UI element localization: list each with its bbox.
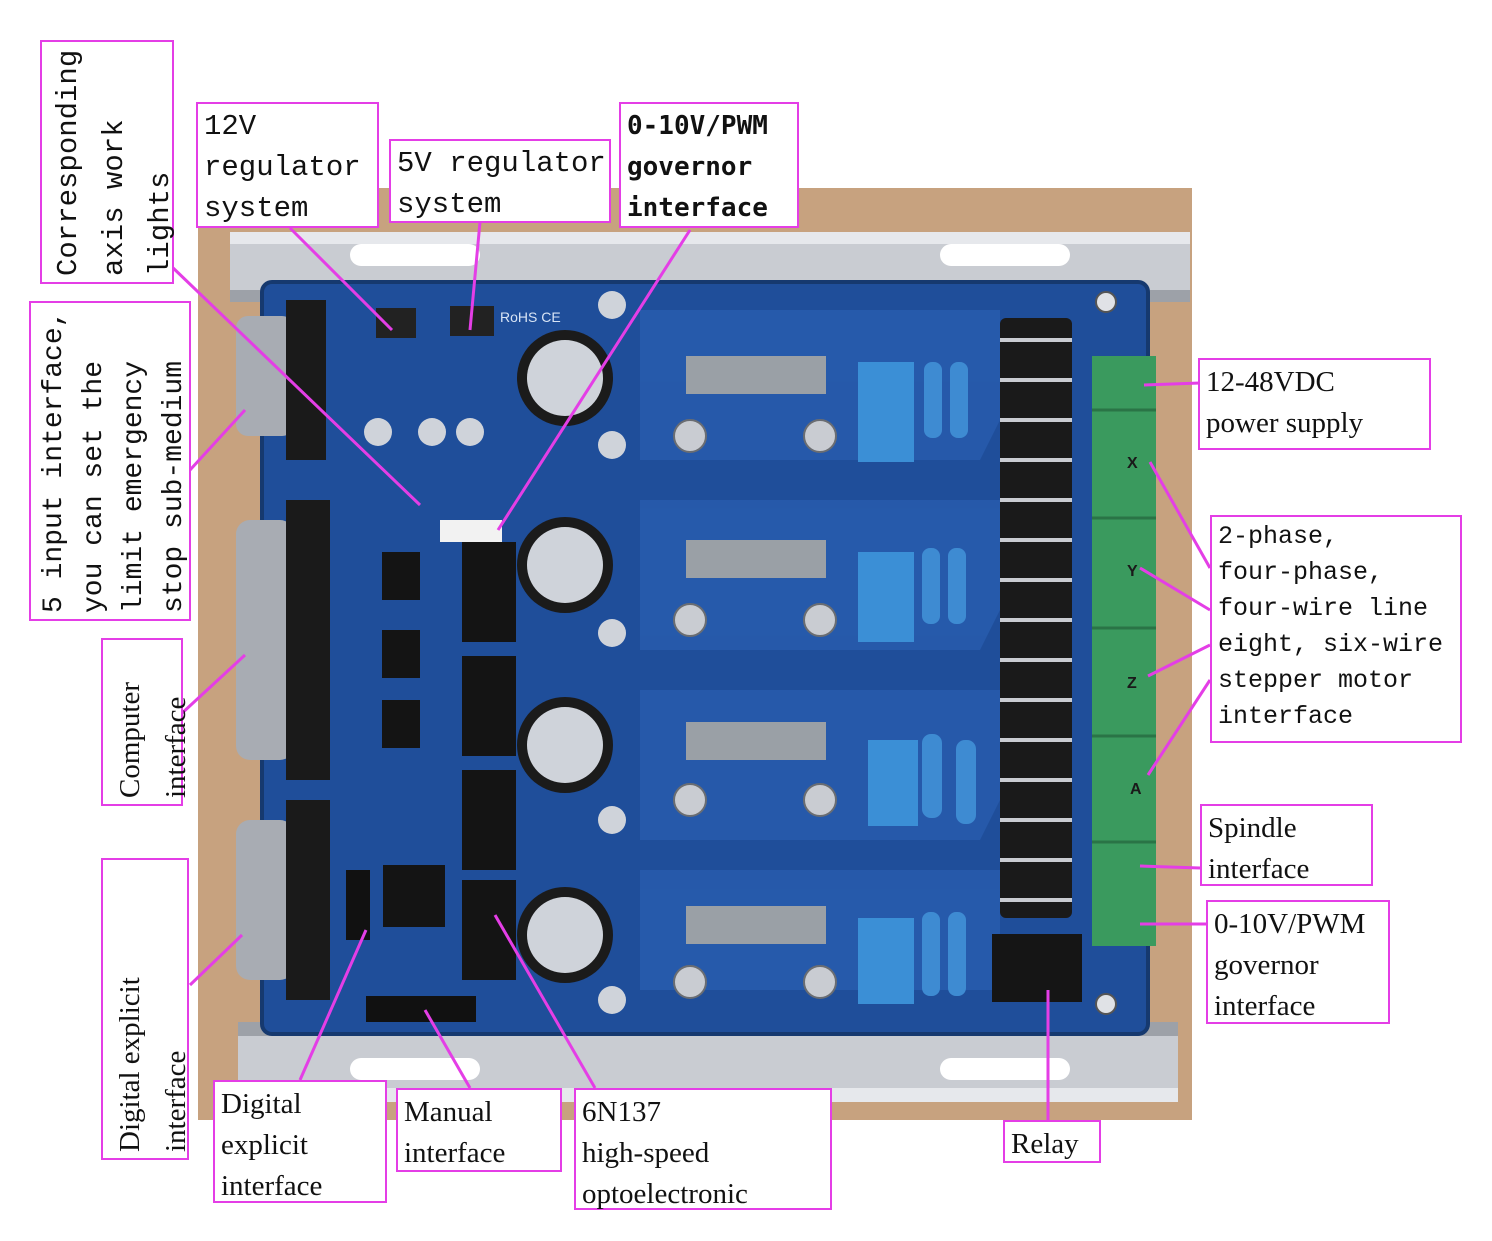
label-line: governor [1214,949,1319,981]
label-pwm-governor-right: 0-10V/PWM governor interface [1206,900,1390,1024]
axis-letter-a: A [1130,781,1142,798]
label-line: 12-48VDC [1206,366,1335,398]
label-computer-interface: Computer interface [101,638,192,806]
label-stepper-motor-interface: 2-phase, four-phase, four-wire line eigh… [1210,515,1462,743]
label-line: 0-10V/PWM [1214,908,1366,940]
label-line: Corresponding [52,49,85,276]
label-line: interface [1218,702,1354,731]
label-line: 2-phase, [1218,522,1339,551]
axis-letter-x: X [1127,455,1138,472]
label-line: Manual [404,1096,493,1128]
label-line: power supply [1206,407,1364,439]
label-line: 12V [204,110,257,143]
label-line: system [397,188,502,221]
label-line: Relay [1011,1128,1079,1160]
axis-letter-z: Z [1127,675,1137,692]
label-line: you can set the [79,360,110,613]
label-line: interface [1208,853,1310,885]
label-digital-explicit-bottom: Digital explicit interface [213,1080,387,1203]
label-line: Digital explicit [114,977,146,1152]
label-line: system [204,192,309,225]
label-relay: Relay [1003,1120,1101,1163]
label-axis-work-lights: Corresponding axis work lights [40,40,177,284]
callout-leaders [168,221,1212,1124]
label-line: optoelectronic [582,1178,748,1210]
label-12v-regulator: 12V regulator system [196,102,379,228]
label-line: four-phase, [1218,558,1384,587]
label-6n137-optocoupler: 6N137 high-speed optoelectronic [574,1088,832,1210]
label-line: interface [221,1170,323,1202]
label-line: explicit [221,1129,308,1161]
label-line: four-wire line [1218,594,1429,623]
label-power-supply: 12-48VDC power supply [1198,358,1431,450]
axis-letter-y: Y [1127,563,1138,580]
label-line: high-speed [582,1137,710,1169]
db-connectors [236,300,330,1000]
label-line: Computer [114,682,146,798]
silk-rohs: RoHS CE [500,309,561,325]
terminal-block [1092,356,1156,946]
label-line: 5V regulator [397,147,606,180]
label-line: governor [627,152,753,182]
relay-component [992,934,1082,1002]
label-line: interface [160,696,192,798]
label-line: limit emergency [119,360,150,613]
label-line: stepper motor [1218,666,1414,695]
label-digital-explicit-left: Digital explicit interface [101,858,192,1160]
label-line: regulator [204,151,361,184]
label-pwm-governor-top: 0-10V/PWM governor interface [619,102,799,228]
label-line: 5 input interface, [39,310,70,613]
label-line: lights [144,171,177,276]
label-line: Spindle [1208,812,1297,844]
label-line: Digital [221,1088,302,1120]
label-manual-interface: Manual interface [396,1088,562,1172]
label-line: interface [404,1137,506,1169]
label-line: interface [627,193,768,223]
driver-ics [686,356,826,944]
capacitors [364,291,626,1014]
label-line: eight, six-wire [1218,630,1444,659]
label-5-input-interface: 5 input interface, you can set the limit… [29,301,191,621]
label-line: axis work [98,119,131,276]
label-line: 0-10V/PWM [627,111,768,141]
label-spindle-interface: Spindle interface [1200,804,1373,886]
label-line: interface [1214,990,1316,1022]
label-line: 6N137 [582,1096,661,1128]
optocoupler-column [382,542,516,980]
label-line: stop sub-medium [159,360,190,613]
label-5v-regulator: 5V regulator system [389,139,611,223]
dip-switches [858,362,918,1004]
label-line: interface [160,1050,192,1152]
